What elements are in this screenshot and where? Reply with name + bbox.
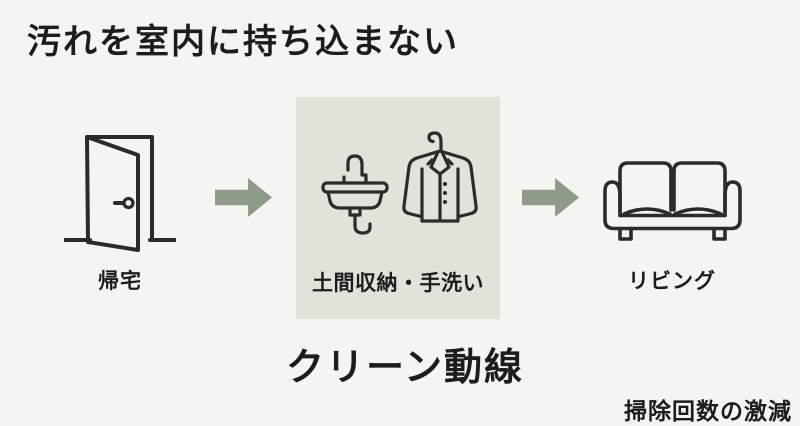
page-title: 汚れを室内に持ち込まない [27, 23, 459, 61]
jacket-icon-wrap [395, 120, 485, 230]
step-home-label: 帰宅 [98, 270, 142, 293]
door-icon [64, 135, 176, 252]
caption-clean-flow-line: クリーン動線 [285, 347, 525, 389]
clean-zone-box: 土間収納・手洗い [296, 97, 500, 319]
step-home [64, 132, 176, 260]
sink-icon-wrap [310, 140, 400, 250]
footnote-cleaning-reduction: 掃除回数の激減 [624, 398, 792, 424]
clean-zone-label: 土間収納・手洗い [312, 272, 484, 295]
arrow-right-icon [522, 178, 579, 217]
arrow-right-icon [215, 178, 272, 217]
sofa-icon [603, 161, 742, 241]
hanger-jacket-icon [402, 131, 478, 223]
sink-icon [321, 154, 389, 235]
step-living-label: リビング [628, 270, 716, 293]
step-living [600, 152, 745, 247]
